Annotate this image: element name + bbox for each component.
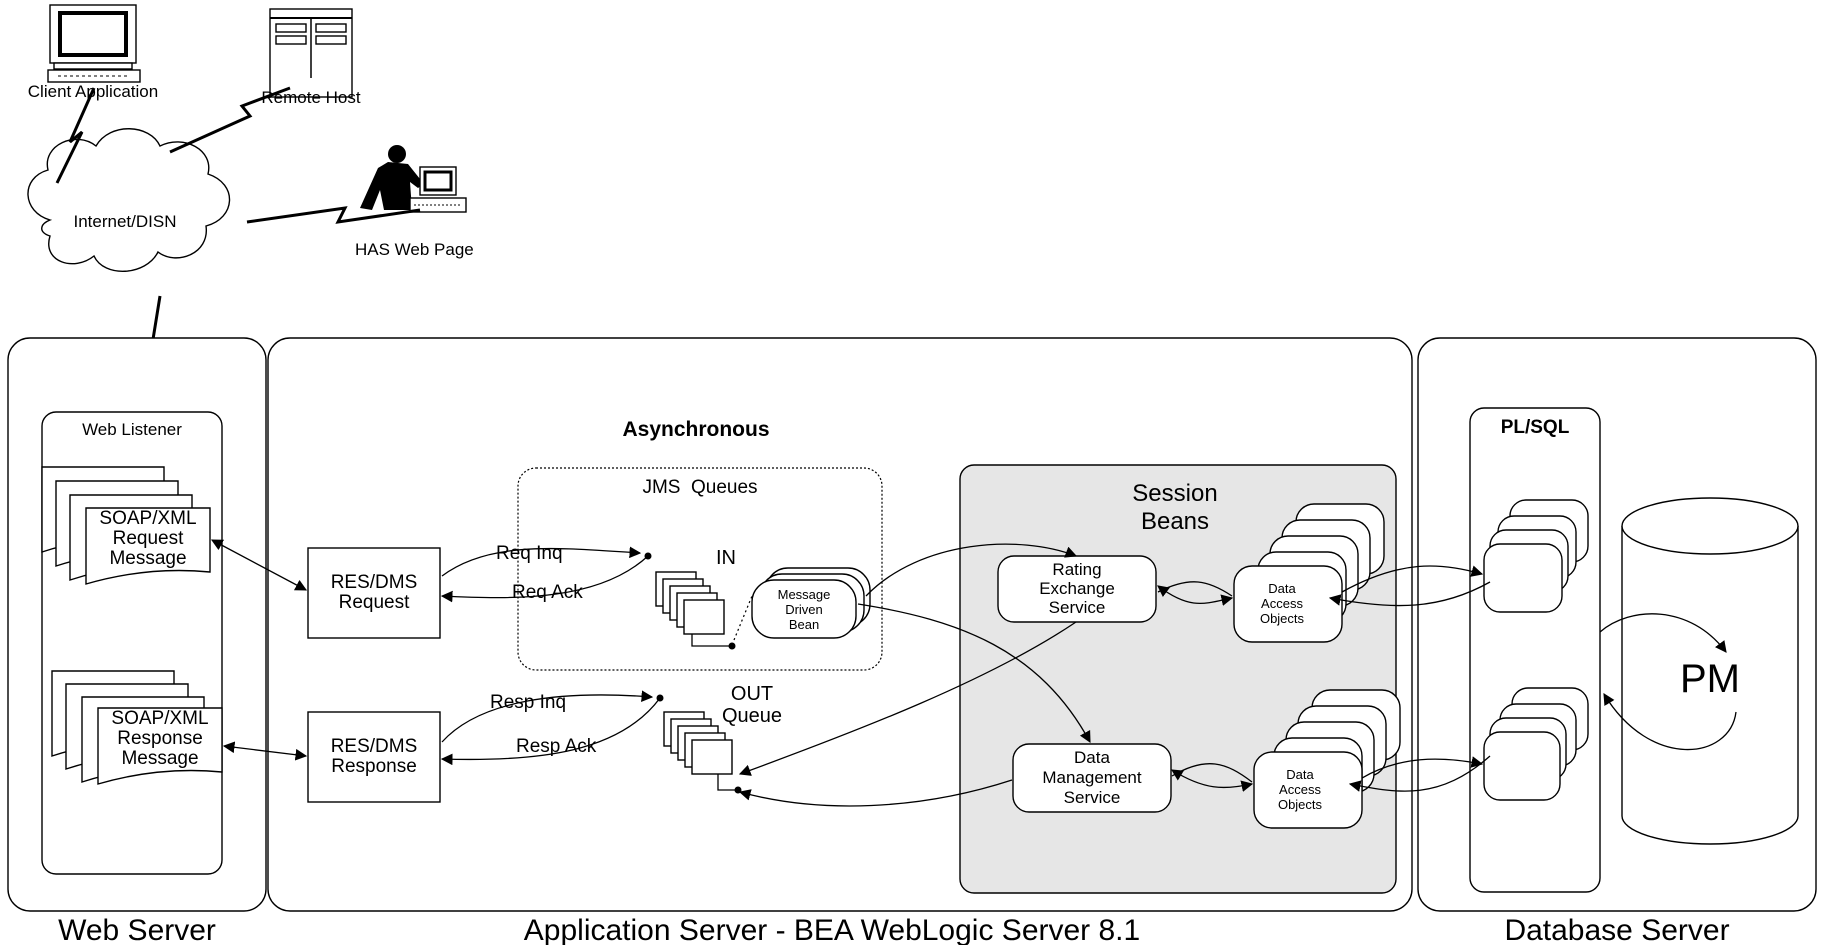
data-access-objects-lower: Data Access Objects — [1253, 689, 1401, 829]
remote-host-label: Remote Host — [261, 88, 360, 107]
soap-request-line2: Request — [113, 528, 184, 549]
dao-upper-line2: Access — [1261, 596, 1303, 611]
dao-plsql-link-lower-return — [1348, 755, 1491, 792]
dao-plsql-link-lower — [1361, 756, 1484, 779]
dms-dao-link — [1171, 769, 1254, 792]
dao-lower-line1: Data — [1286, 767, 1314, 782]
mdb-line3: Bean — [789, 617, 819, 632]
resp-ack-label: Resp Ack — [516, 736, 597, 757]
server-rack-icon — [269, 8, 353, 98]
out-queue-line2: Queue — [722, 705, 782, 727]
dms-line1: Data — [1074, 748, 1110, 767]
data-access-objects-upper: Data Access Objects — [1233, 503, 1385, 643]
mdb-to-dms-arrow — [857, 603, 1091, 744]
plsql-procedure-stack-upper — [1483, 499, 1589, 613]
web-server-title: Web Server — [58, 914, 216, 945]
has-web-page-label: HAS Web Page — [355, 240, 474, 259]
web-listener-label: Web Listener — [82, 420, 182, 439]
rating-dao-link — [1157, 585, 1234, 606]
soap-request-line3: Message — [109, 548, 186, 569]
out-queue-stack — [663, 711, 742, 794]
dms-to-out-arrow — [738, 779, 1013, 807]
req-inq-label: Req Inq — [496, 543, 563, 564]
req-inq-arrow — [441, 546, 642, 577]
dao-upper-line1: Data — [1268, 581, 1296, 596]
rating-line1: Rating — [1052, 560, 1101, 579]
rating-dao-link-upper — [1157, 581, 1233, 597]
resp-ack-arrow — [440, 697, 661, 766]
internet-disn-label: Internet/DISN — [74, 212, 177, 231]
cylinder-database-icon — [1621, 497, 1799, 845]
req-ack-label: Req Ack — [512, 582, 583, 603]
plsql-procedure-stack-lower — [1483, 687, 1589, 801]
resp-inq-arrow — [441, 690, 654, 743]
dms-line2: Management — [1042, 768, 1142, 787]
data-management-service-box — [1012, 743, 1172, 813]
mdb-to-rating-arrow — [865, 543, 1078, 597]
soap-response-document-stack: SOAP/XML Response Message — [51, 670, 223, 785]
mdb-line1: Message — [778, 587, 831, 602]
res-dms-response-box — [307, 711, 441, 803]
plsql-container — [1469, 407, 1601, 893]
pm-label: PM — [1680, 657, 1740, 701]
soap-request-line1: SOAP/XML — [99, 508, 196, 529]
soap-response-line2: Response — [117, 728, 203, 749]
application-server-title: Application Server - BEA WebLogic Server… — [524, 914, 1140, 945]
asynchronous-label: Asynchronous — [622, 418, 769, 441]
res-dms-request-line1: RES/DMS — [331, 572, 418, 593]
res-dms-response-line1: RES/DMS — [331, 736, 418, 757]
rating-line2: Exchange — [1039, 579, 1115, 598]
jms-queues-label: JMS Queues — [642, 477, 757, 498]
person-at-workstation-icon — [360, 145, 467, 213]
session-beans-line2: Beans — [1141, 508, 1209, 535]
database-server-title: Database Server — [1504, 914, 1729, 945]
soap-request-document-stack: SOAP/XML Request Message — [41, 466, 211, 585]
message-driven-bean: Message Driven Bean — [751, 567, 871, 639]
cloud-icon — [27, 128, 231, 272]
resp-inq-label: Resp Inq — [490, 692, 566, 713]
res-dms-request-line2: Request — [339, 592, 410, 613]
soap-response-line3: Message — [121, 748, 198, 769]
dms-line3: Service — [1064, 788, 1121, 807]
computer-icon — [47, 4, 141, 83]
dao-upper-line3: Objects — [1260, 611, 1305, 626]
dao-plsql-link-upper-return — [1328, 581, 1491, 607]
response-link-arrow — [222, 741, 308, 761]
rating-line3: Service — [1049, 598, 1106, 617]
pm-cycle-arrow-bottom — [1603, 692, 1737, 751]
session-beans-line1: Session — [1132, 480, 1217, 507]
mdb-line2: Driven — [785, 602, 823, 617]
soap-response-line1: SOAP/XML — [111, 708, 208, 729]
plsql-label: PL/SQL — [1501, 417, 1570, 438]
rating-to-out-arrow — [738, 621, 1077, 776]
out-queue-line1: OUT — [731, 683, 773, 705]
res-dms-response-line2: Response — [331, 756, 417, 777]
dao-plsql-link-upper — [1341, 565, 1484, 593]
dms-dao-link-upper — [1171, 763, 1253, 783]
dao-lower-line3: Objects — [1278, 797, 1323, 812]
in-queue-label: IN — [716, 547, 736, 569]
pm-cycle-arrow-top — [1599, 613, 1727, 653]
in-queue-stack — [655, 571, 753, 650]
res-dms-request-box — [307, 547, 441, 639]
dao-lower-line2: Access — [1279, 782, 1321, 797]
req-ack-arrow — [440, 555, 649, 603]
request-link-arrow — [210, 539, 308, 591]
